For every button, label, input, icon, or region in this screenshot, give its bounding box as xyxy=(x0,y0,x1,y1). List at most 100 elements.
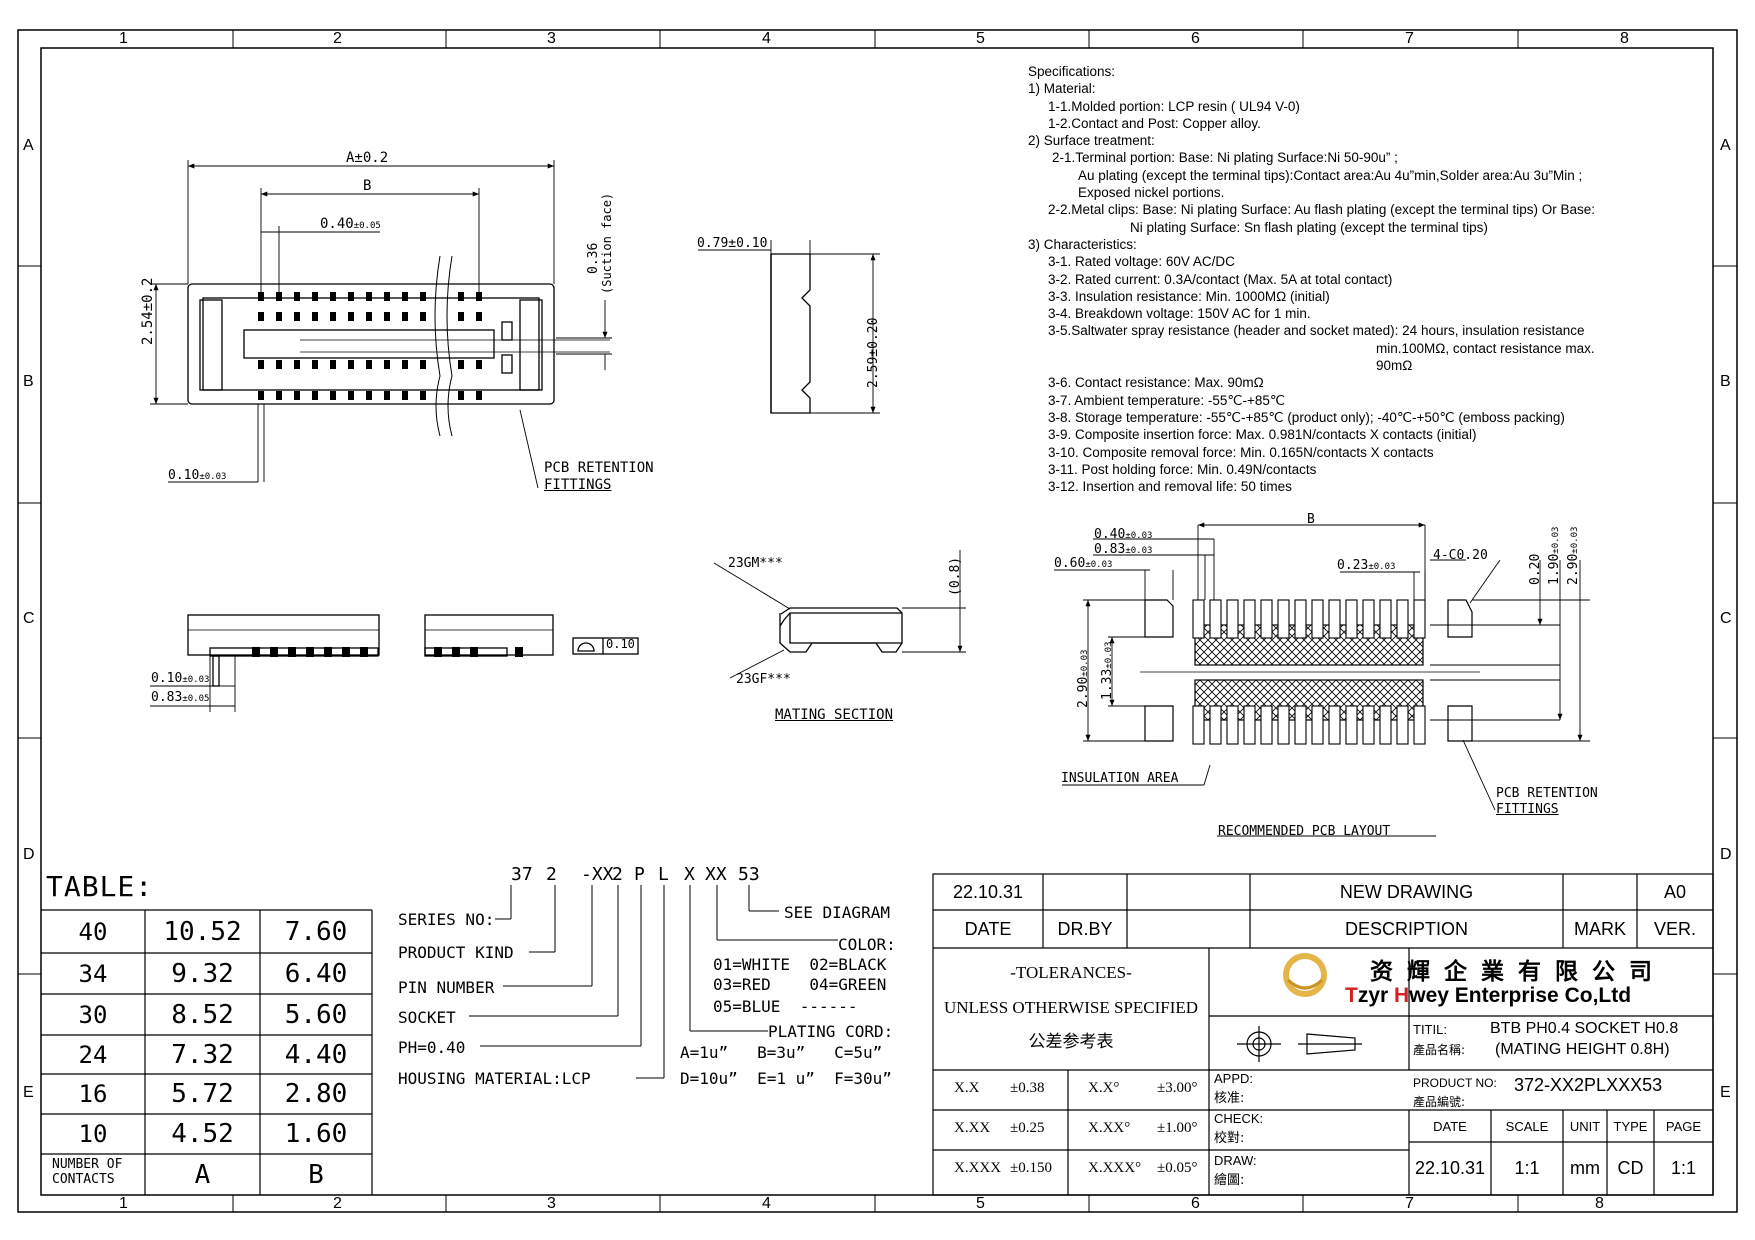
retention-label: PCB RETENTION xyxy=(544,460,654,476)
spec-line: 3-11. Post holding force: Min. 0.49N/con… xyxy=(1048,461,1317,477)
titil-label: TITIL: xyxy=(1413,1022,1447,1037)
title-block-grid xyxy=(932,873,1714,1196)
plating-options: D=10u” E=1 u” F=30u” xyxy=(680,1069,892,1088)
table-cell-a: 4.52 xyxy=(171,1119,234,1149)
col-label: 6 xyxy=(1191,1195,1200,1212)
spec-line: 3-3. Insulation resistance: Min. 1000MΩ … xyxy=(1048,288,1330,304)
pcb-d040-value: 0.40 xyxy=(1094,527,1126,542)
pcb-d060: 0.60±0.03 xyxy=(1054,556,1112,571)
specifications: Specifications: 1) Material: 1-1.Molded … xyxy=(1028,63,1595,495)
table-cell-b: 4.40 xyxy=(284,1039,348,1070)
appd-label: APPD: xyxy=(1214,1071,1254,1086)
row-label: B xyxy=(23,373,34,390)
header-description: DESCRIPTION xyxy=(1344,918,1468,939)
drawing-title: BTB PH0.4 SOCKET H0.8 xyxy=(1490,1020,1679,1037)
product-no-label-cn: 產品編號: xyxy=(1413,1095,1466,1109)
row-label: B xyxy=(1720,373,1731,390)
spec-line: 1-2.Contact and Post: Copper alloy. xyxy=(1048,115,1261,131)
header-date: DATE xyxy=(964,918,1012,939)
spec-line: 2-1.Terminal portion: Base: Ni plating S… xyxy=(1052,150,1398,166)
pcb-d133: 1.33±0.03 xyxy=(1100,642,1115,700)
spec-line: 90mΩ xyxy=(1376,358,1413,374)
color-options: 03=RED 04=GREEN xyxy=(713,975,887,994)
spec-line: 3-1. Rated voltage: 60V AC/DC xyxy=(1048,254,1235,270)
table-cell-a: 9.32 xyxy=(171,958,234,989)
check-label: CHECK: xyxy=(1214,1111,1264,1126)
appd-label-cn: 核准: xyxy=(1214,1091,1245,1106)
mating-section xyxy=(779,607,903,653)
col-label: 3 xyxy=(547,30,556,47)
rev-version: A0 xyxy=(1663,881,1687,902)
table-cell-a: 8.52 xyxy=(171,999,234,1030)
company-name-cn: 资 輝 企 業 有 限 公 司 xyxy=(1370,959,1656,985)
footer-page-label: PAGE xyxy=(1665,1118,1702,1134)
color-label: COLOR: xyxy=(838,935,896,954)
pcb-chamfer: 4-C0.20 xyxy=(1433,548,1488,563)
front-dim-1-value: 0.10 xyxy=(151,671,183,686)
zone-ticks xyxy=(18,30,1737,1212)
rev-description: NEW DRAWING xyxy=(1339,881,1474,902)
tol-angle-key: X.X° xyxy=(1088,1080,1120,1096)
pcb-layout xyxy=(1140,599,1480,742)
footer-unit-label: UNIT xyxy=(1569,1118,1601,1134)
retention-label: FITTINGS xyxy=(544,477,612,493)
col-label: 5 xyxy=(976,30,985,47)
col-label: 4 xyxy=(762,1195,771,1212)
col-label: 7 xyxy=(1405,1195,1414,1212)
tol-angle-value: ±1.00° xyxy=(1157,1120,1198,1136)
mating-upper-label: 23GM*** xyxy=(728,556,783,571)
spec-line: 1-1.Molded portion: LCP resin ( UL94 V-0… xyxy=(1048,98,1300,114)
pcb-d133-value: 1.33 xyxy=(1100,668,1115,700)
code-seg: XX xyxy=(705,864,727,885)
spec-line: 2-2.Metal clips: Base: Ni plating Surfac… xyxy=(1048,202,1596,218)
table-cell-contacts: 30 xyxy=(78,1000,108,1029)
header-ver: VER. xyxy=(1653,918,1696,939)
tol-angle-value: ±0.05° xyxy=(1157,1160,1198,1176)
top-view-dimensions xyxy=(150,160,612,489)
row-label: E xyxy=(23,1084,34,1101)
socket-label: SOCKET xyxy=(398,1008,456,1027)
spec-line: Ni plating Surface: Sn flash plating (ex… xyxy=(1130,219,1488,235)
pcb-d083-value: 0.83 xyxy=(1094,542,1126,557)
table-cell-b: 2.80 xyxy=(284,1079,348,1109)
pcb-d060-tol: ±0.03 xyxy=(1085,560,1113,570)
tol-angle-value: ±3.00° xyxy=(1157,1080,1198,1096)
pcb-d290l-tol: ±0.03 xyxy=(1080,649,1090,677)
col-label: 1 xyxy=(119,1195,128,1212)
tol-angle-key: X.XX° xyxy=(1088,1120,1131,1136)
pcb-d290r-value: 2.90 xyxy=(1566,553,1581,585)
code-seg: P xyxy=(634,864,645,885)
lead-label: 0.10±0.03 xyxy=(168,468,226,483)
lead-value: 0.10 xyxy=(168,468,200,483)
tol-value: ±0.150 xyxy=(1010,1160,1052,1176)
pcb-retention-label: FITTINGS xyxy=(1496,802,1559,817)
spec-line: 3-10. Composite removal force: Min. 0.16… xyxy=(1048,444,1434,460)
pin-number-label: PIN NUMBER xyxy=(398,978,495,997)
table-cell-b: 1.60 xyxy=(284,1119,348,1149)
insulation-area-label: INSULATION AREA xyxy=(1061,771,1179,786)
mating-lower-label: 23GF*** xyxy=(736,672,791,687)
top-view xyxy=(187,255,610,437)
pcb-dimensions xyxy=(1054,522,1590,837)
pcb-d190: 1.90±0.03 xyxy=(1547,527,1562,585)
side-width-label: 0.79±0.10 xyxy=(697,236,768,251)
pcb-retention-label: PCB RETENTION xyxy=(1496,786,1598,801)
rev-date: 22.10.31 xyxy=(952,881,1024,902)
table-cell-contacts: 10 xyxy=(78,1120,108,1148)
code-seg: -XX xyxy=(581,864,614,885)
row-label: C xyxy=(23,610,35,627)
company-logo-icon xyxy=(1283,953,1327,997)
table-footer-b: B xyxy=(308,1159,324,1190)
table-cell-b: 6.40 xyxy=(284,958,348,989)
spec-line: 3) Characteristics: xyxy=(1028,236,1137,252)
housing-label: HOUSING MATERIAL:LCP xyxy=(398,1069,591,1088)
flatness-value: 0.10 xyxy=(606,637,635,651)
tolerances-cn: 公差参考表 xyxy=(1028,1031,1114,1052)
part-number-leaders xyxy=(469,885,838,1079)
color-options: 01=WHITE 02=BLACK xyxy=(713,955,887,974)
sheet-border xyxy=(17,29,1738,1213)
pitch-spec-label: PH=0.40 xyxy=(398,1038,466,1057)
suction-note: (Suction face) xyxy=(600,192,614,294)
